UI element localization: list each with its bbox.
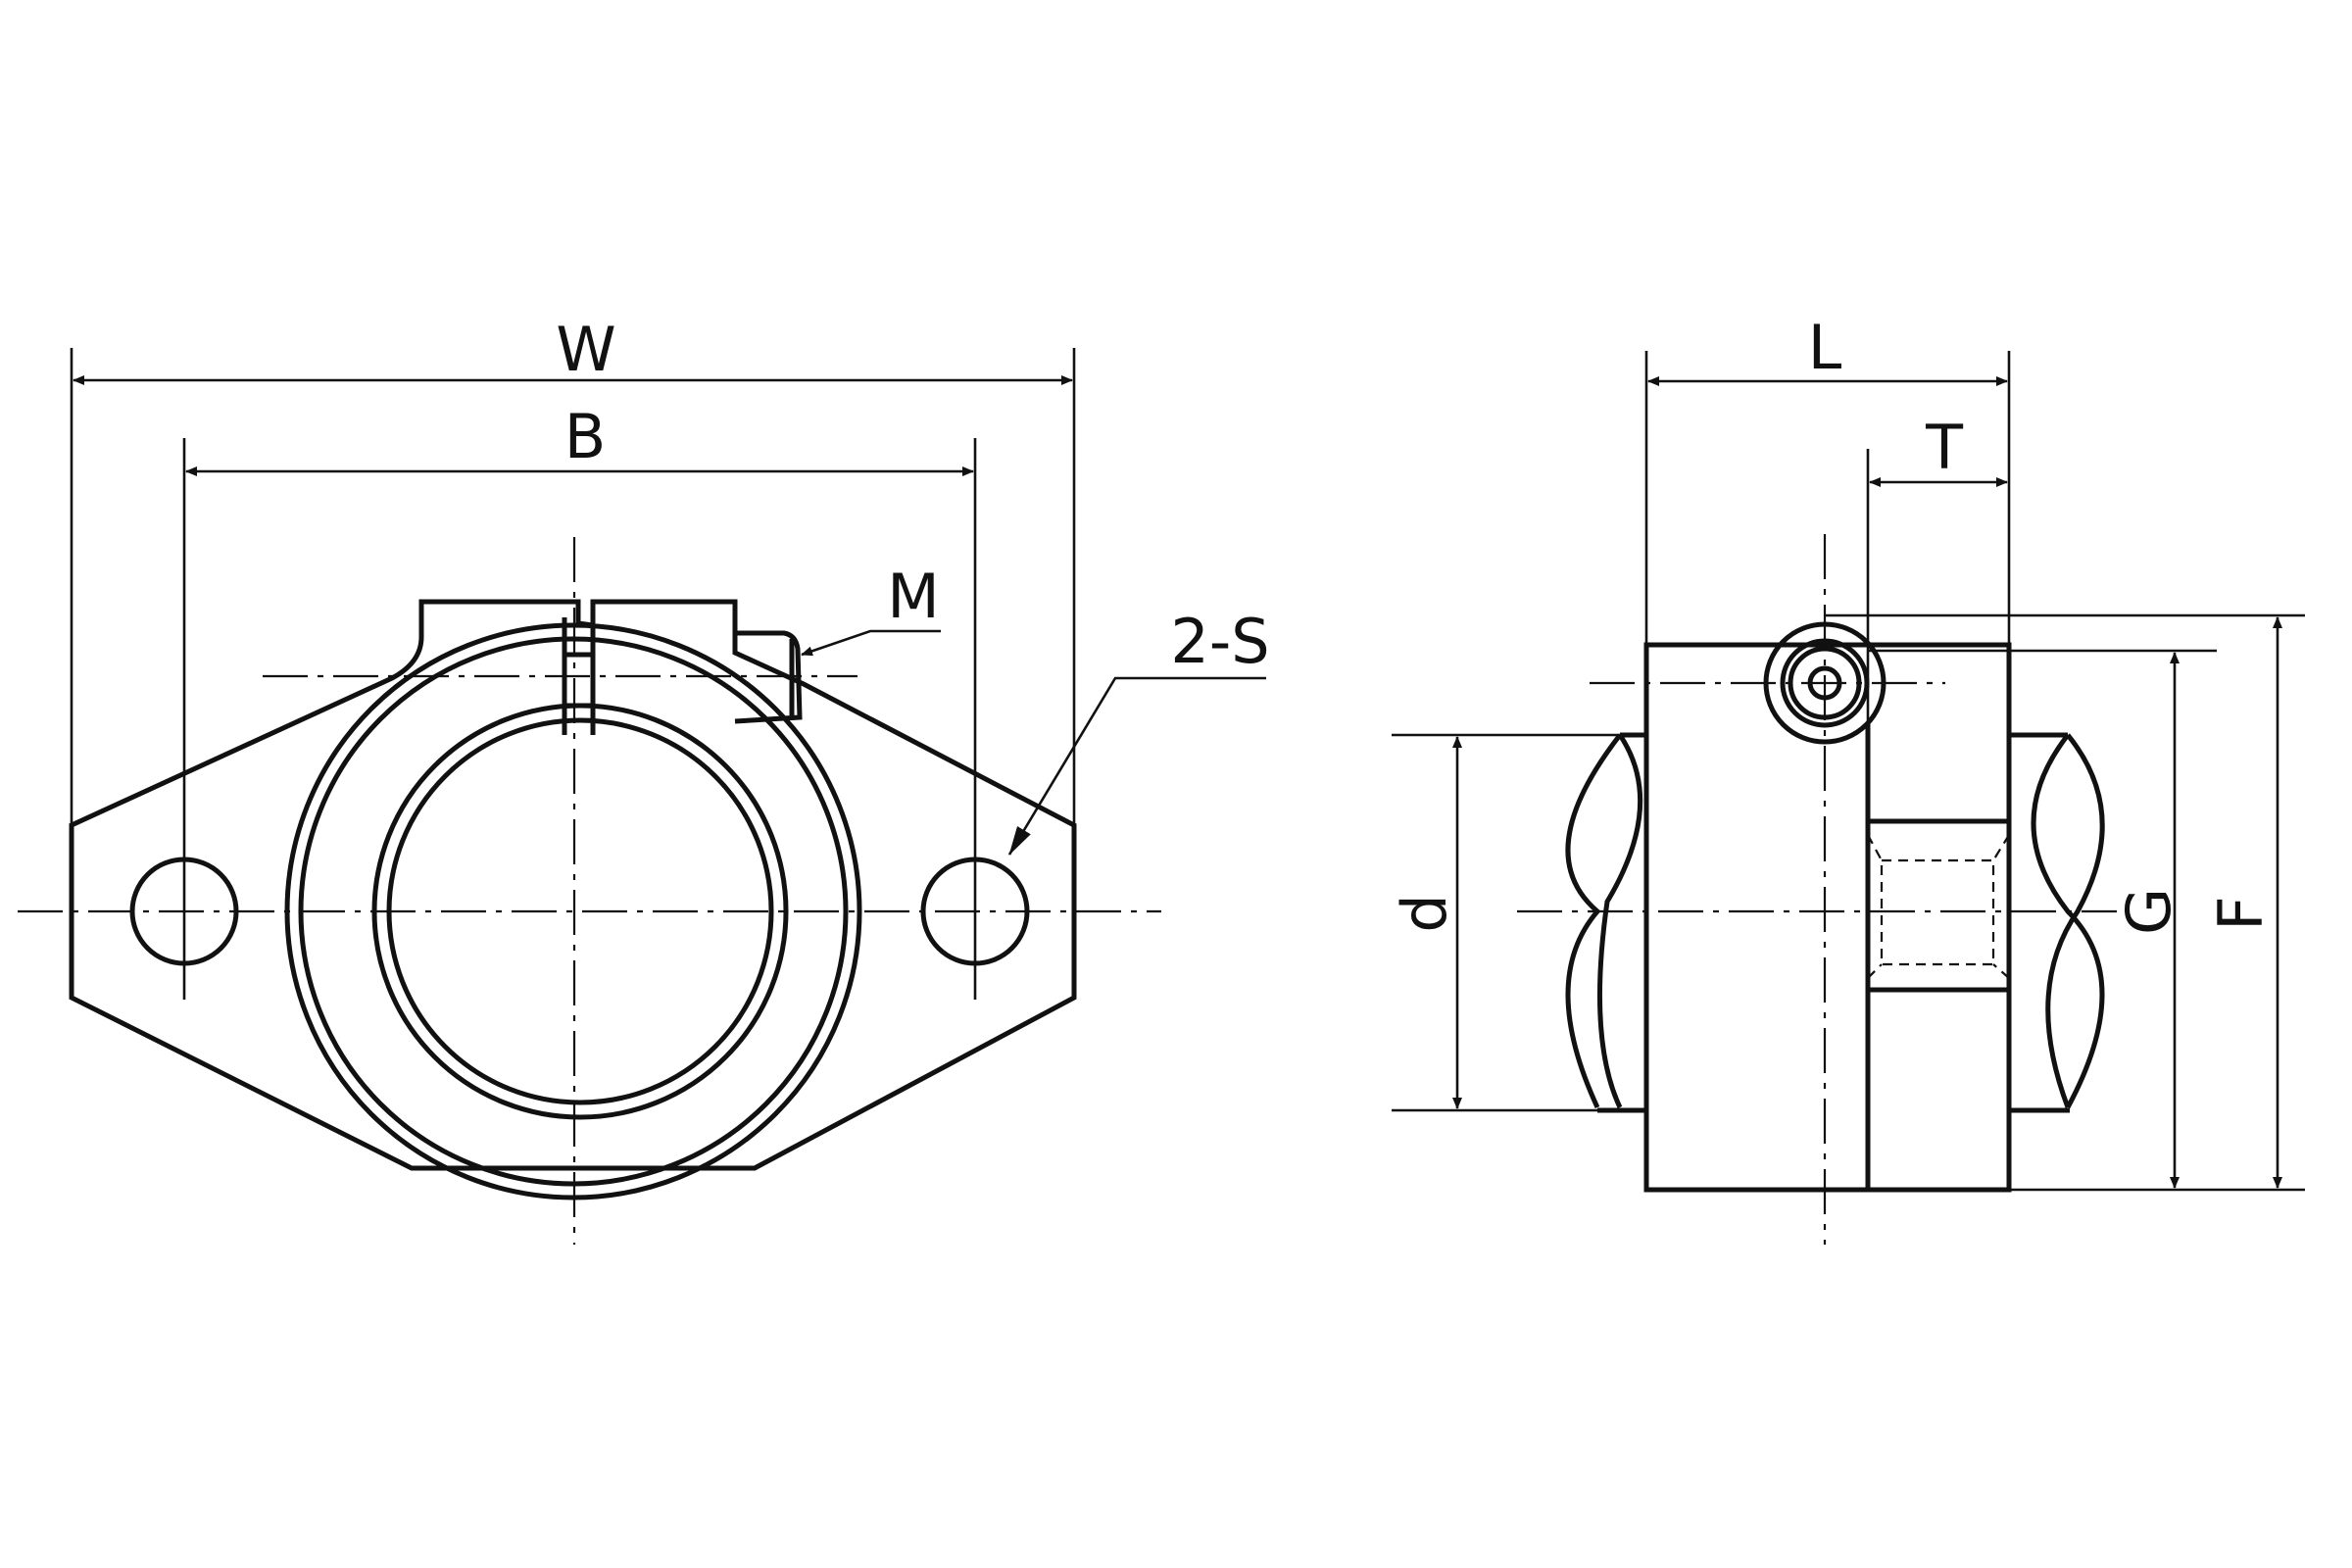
front-view: W B M 2-S [18,314,1270,1245]
label-m: M [887,561,940,632]
hidden-hole [1867,834,2010,979]
m-leader [801,629,941,657]
side-view: L T d G F [1389,312,2305,1245]
label-d: d [1389,894,1460,932]
label-b: B [564,401,607,472]
label-t: T [1925,412,1964,483]
s-leader [1007,676,1266,856]
shaft-break-left [1565,733,1643,1109]
housing-side [1643,642,2012,1193]
label-f: F [2205,896,2277,931]
label-g: G [2113,888,2184,935]
label-l: L [1808,312,1842,383]
shaft-break-right [2031,733,2105,1109]
label-w: W [556,314,615,385]
label-2-s: 2-S [1170,606,1269,677]
flange-section [1868,818,2009,993]
flange-outline [69,599,1077,1171]
